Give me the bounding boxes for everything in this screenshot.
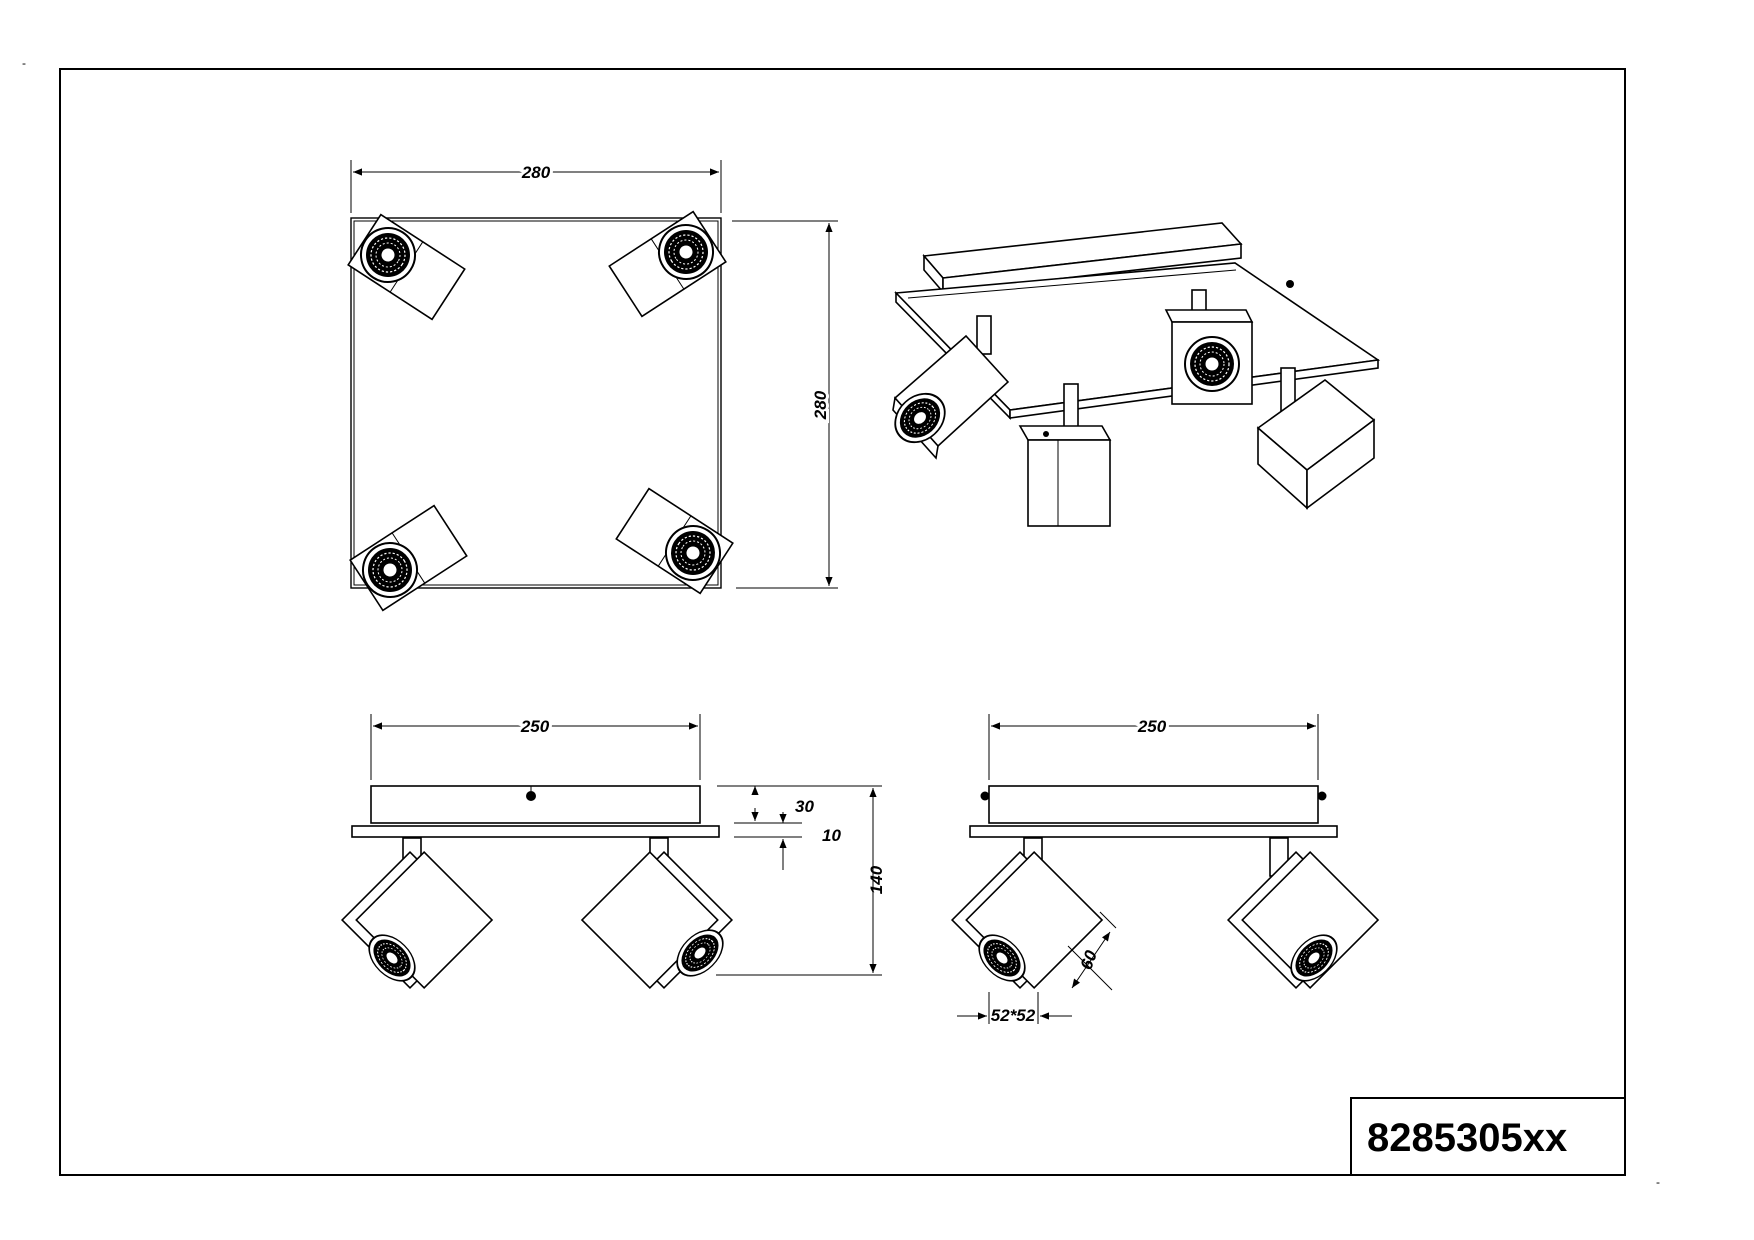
iso-fixing-screw (1286, 280, 1294, 288)
iso-spot-back-right (1164, 309, 1254, 405)
front-view-canopy (370, 785, 701, 824)
top-view-plate-inner (353, 220, 719, 586)
iso-spot-center (1018, 425, 1112, 527)
corner-mark-top-left: - (22, 56, 26, 70)
top-view-height-label: 280 (811, 390, 830, 420)
iso-spot-right (1256, 378, 1376, 510)
side-view-width-label: 250 (1137, 717, 1167, 736)
side-view-head-size-dimension-line (1071, 931, 1111, 989)
front-view: 250 30 10 140 (340, 714, 886, 991)
side-view-head-section-label: 52*52 (991, 1006, 1036, 1025)
top-view-spot-bottom-left (349, 504, 468, 612)
front-view-spot-right (580, 850, 734, 990)
front-view-spot-left (340, 850, 494, 990)
drawing-frame (59, 68, 1626, 1176)
front-view-width-label: 250 (520, 717, 550, 736)
front-view-screw (526, 791, 536, 801)
front-view-plate (351, 825, 720, 838)
front-view-canopy-height-label: 30 (795, 797, 814, 816)
title-block: 8285305xx (1350, 1097, 1626, 1176)
article-number: 8285305xx (1367, 1116, 1567, 1160)
top-view-spot-top-right (608, 210, 727, 318)
top-view-spot-bottom-right (615, 487, 734, 595)
top-view-spot-top-left (347, 213, 466, 321)
side-view-canopy (988, 785, 1319, 824)
corner-mark-bottom-right: - (1656, 1175, 1660, 1189)
top-view-width-label: 280 (521, 163, 551, 182)
isometric-view (884, 222, 1381, 527)
side-view-spot-left (950, 850, 1104, 990)
side-view: 250 60 52*52 (950, 714, 1380, 1025)
front-view-plate-thickness-label: 10 (822, 826, 841, 845)
front-view-total-height-label: 140 (867, 865, 886, 894)
top-view: 280 280 (347, 160, 838, 612)
side-view-plate (969, 825, 1338, 838)
top-view-plate-outer (350, 217, 722, 589)
iso-spot-left (884, 334, 1010, 460)
